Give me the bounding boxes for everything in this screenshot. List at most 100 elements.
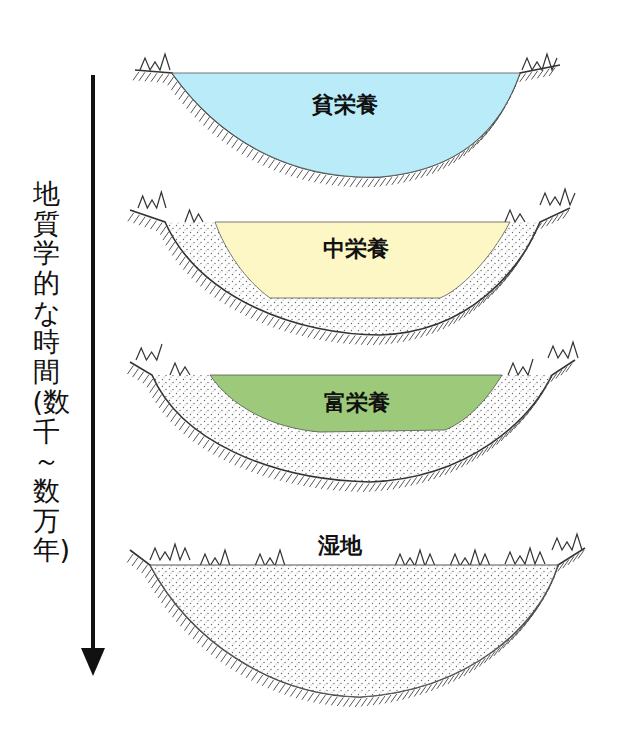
hatch-stroke [443, 321, 449, 330]
grass-tuft [185, 210, 203, 222]
basin-shape [172, 68, 520, 180]
hatch-stroke [225, 296, 231, 305]
hatch-stroke [127, 554, 133, 563]
hatch-stroke [514, 420, 520, 429]
hatch-stroke [211, 646, 217, 655]
hatch-stroke [139, 72, 145, 81]
time-arrow [91, 75, 95, 652]
hatch-stroke [448, 318, 454, 327]
hatch-stroke [343, 698, 349, 707]
hatch-stroke [298, 476, 304, 485]
hatch-stroke [257, 675, 263, 684]
hatch-stroke [393, 481, 399, 490]
hatch-stroke [224, 452, 230, 461]
sediment [165, 222, 540, 335]
hatch-stroke [297, 170, 303, 179]
hatch-stroke [137, 561, 143, 570]
hatch-stroke [543, 382, 549, 391]
hatch-stroke [345, 483, 351, 492]
hatch-stroke [180, 257, 186, 266]
hatch-stroke [450, 464, 456, 473]
hatch-stroke [315, 479, 321, 488]
hatch-stroke [373, 336, 379, 345]
hatch-stroke [563, 560, 569, 569]
hatch-stroke [163, 404, 169, 413]
hatch-stroke [361, 336, 367, 345]
hatch-stroke [263, 157, 269, 166]
hatch-stroke [151, 580, 157, 589]
hatch-stroke [385, 695, 391, 704]
hatch-stroke [314, 174, 320, 183]
hatch-stroke [285, 323, 291, 332]
hatch-stroke [399, 480, 405, 489]
hatch-stroke [392, 176, 398, 185]
hatch-stroke [292, 475, 298, 484]
ground-line [130, 360, 575, 482]
hatch-stroke [133, 215, 139, 224]
hatch-stroke [320, 331, 326, 340]
hatch-stroke [215, 289, 221, 298]
hatch-stroke [332, 177, 338, 186]
hatch-stroke [240, 305, 246, 314]
hatch-stroke [188, 429, 194, 438]
grass-tuft [138, 192, 166, 208]
hatch-stroke [488, 290, 494, 299]
hatch-stroke [236, 663, 242, 672]
hatch-stroke [403, 333, 409, 342]
hatch-stroke [349, 335, 355, 344]
hatch-stroke [356, 179, 362, 188]
hatch-stroke [319, 695, 325, 704]
hatch-stroke [337, 334, 343, 343]
hatch-stroke [380, 178, 386, 187]
grass-tuft [255, 550, 285, 566]
hatch-stroke [408, 690, 414, 699]
hatch-stroke [175, 86, 181, 95]
hatch-stroke [551, 373, 557, 382]
hatch-stroke [472, 453, 478, 462]
hatch-stroke [568, 556, 574, 565]
hatch-stroke [391, 694, 397, 703]
hatch-stroke [355, 336, 361, 345]
hatch-stroke [156, 223, 162, 232]
hatch-stroke [169, 604, 175, 613]
hatch-stroke [573, 553, 579, 562]
hatch-stroke [184, 426, 190, 435]
hatch-stroke [205, 282, 211, 291]
hatch-stroke [128, 213, 134, 222]
hatch-stroke [420, 686, 426, 695]
hatch-stroke [422, 474, 428, 483]
hatch-stroke [251, 672, 257, 681]
hatch-stroke [171, 413, 177, 422]
hatch-stroke [409, 332, 415, 341]
hatch-stroke [222, 132, 228, 141]
hatch-stroke [172, 247, 178, 256]
hatch-stroke [168, 77, 174, 86]
hatch-stroke [217, 129, 223, 138]
hatch-stroke [176, 613, 182, 622]
hatch-stroke [421, 169, 427, 178]
sediment [152, 375, 552, 482]
hatch-stroke [524, 243, 530, 252]
hatch-stroke [506, 429, 512, 438]
hatch-stroke [273, 682, 279, 691]
hatch-stroke [150, 384, 156, 393]
hatch-stroke [543, 69, 549, 78]
hatch-stroke [540, 387, 546, 396]
hatch-stroke [552, 215, 558, 224]
hatch-stroke [496, 282, 502, 291]
hatch-stroke [381, 482, 387, 491]
hatch-stroke [165, 599, 171, 608]
hatch-stroke [411, 477, 417, 486]
hatch-stroke [286, 474, 292, 483]
grass-tuft [170, 363, 190, 375]
wetland: 湿地 [150, 528, 560, 700]
hatch-stroke [521, 249, 527, 258]
hatch-stroke [426, 684, 432, 693]
hatch-stroke [308, 693, 314, 702]
hatch-stroke [566, 363, 572, 372]
hatch-stroke [355, 698, 361, 707]
hatch-stroke [203, 440, 209, 449]
hatch-stroke [180, 618, 186, 627]
hatch-stroke [321, 480, 327, 489]
basin-fill [172, 73, 520, 177]
